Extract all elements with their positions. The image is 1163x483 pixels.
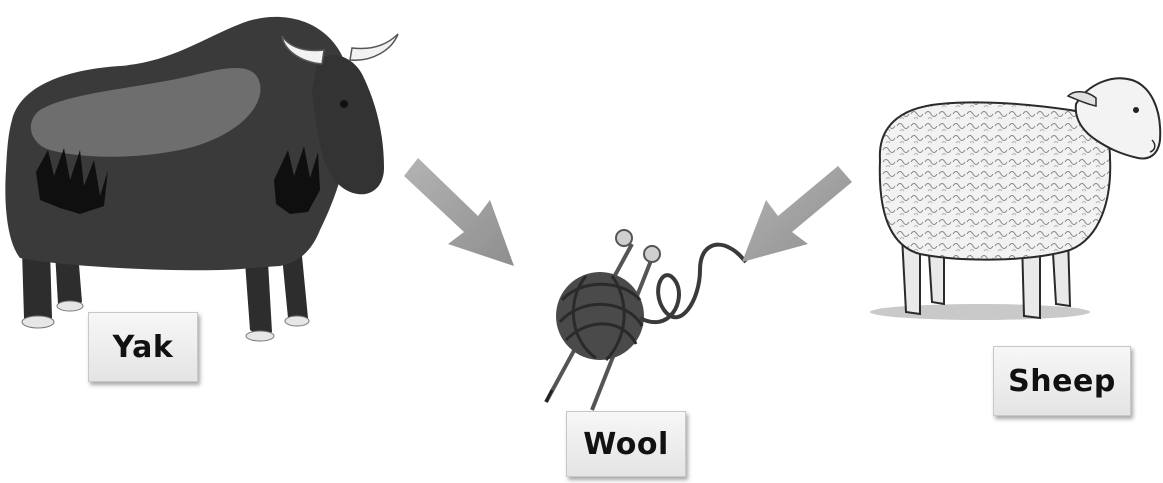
yak-eye (340, 100, 348, 108)
yak-fur-tuft (36, 148, 108, 214)
sheep-head (1074, 77, 1162, 160)
arrow-sheep-to-wool (742, 166, 852, 262)
needle-tip (544, 389, 554, 403)
sheep-ear (1066, 91, 1097, 107)
yak-back-patch (30, 67, 261, 157)
sheep-nose (1149, 139, 1156, 153)
arrow-icon (742, 166, 852, 262)
loose-yarn (639, 242, 748, 325)
sheep-label: Sheep (993, 346, 1131, 416)
yak-hoof (21, 315, 55, 329)
needle-knob (615, 229, 633, 247)
sheep-ground-shadow (870, 304, 1090, 320)
yak-hind-leg-left (22, 250, 52, 326)
yak-hind-leg-right (55, 252, 82, 310)
sheep-illustration (870, 77, 1162, 320)
yak-horn (281, 35, 325, 65)
ball-of-yarn-icon (544, 229, 748, 411)
yarn-strands (564, 322, 638, 345)
wool-label: Wool (566, 411, 686, 477)
yak-hoof (284, 315, 310, 327)
sheep-body (878, 101, 1112, 261)
yak-label: Yak (88, 312, 198, 382)
arrow-yak-to-wool (404, 158, 514, 266)
yarn-strands (604, 275, 626, 362)
yak-hoof (245, 330, 275, 342)
needle-knob (643, 245, 661, 263)
yak-front-leg-left (245, 262, 272, 338)
sheep-eye (1133, 107, 1139, 113)
yak-front-leg-right (282, 256, 308, 324)
yak-fur-tuft (274, 146, 320, 214)
yak-horn (349, 33, 399, 61)
yak-illustration (5, 16, 399, 342)
yak-head (312, 55, 384, 195)
yak-hoof (56, 300, 84, 312)
arrow-icon (404, 158, 514, 266)
yarn-strands (560, 282, 642, 302)
yarn-strands (571, 275, 597, 360)
yarn-strands (558, 302, 644, 327)
